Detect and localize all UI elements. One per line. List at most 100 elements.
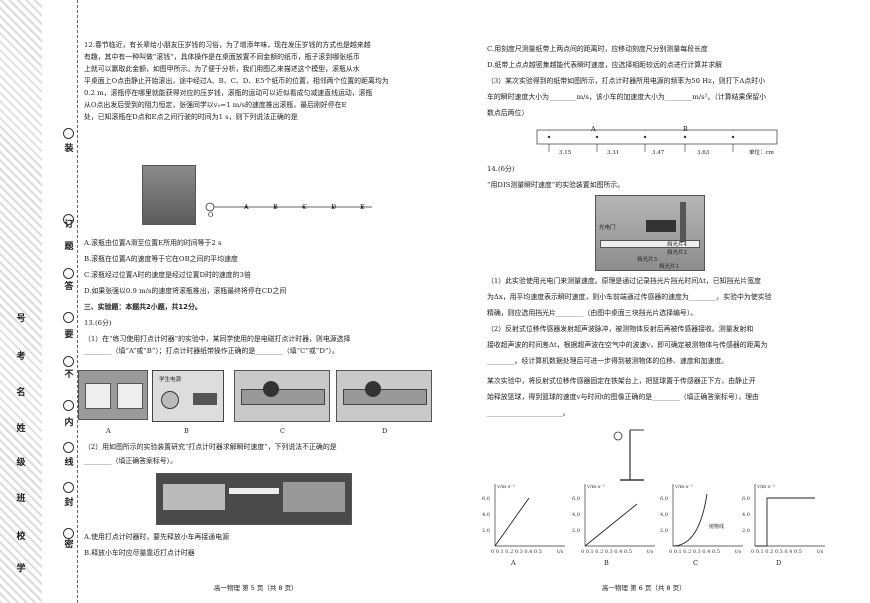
tape-point-b: B xyxy=(683,125,688,133)
q12-line: 0.2 m，滚瓶停在哪里就能获得对应的压岁钱，滚瓶的运动可以近似看成匀减速直线运… xyxy=(84,89,373,97)
y-tick: 4.0 xyxy=(572,512,580,518)
axis-label-d: D xyxy=(331,203,337,211)
q12-option-b: B.滚瓶在位置A的速度等于它在OB之间的平均速度 xyxy=(84,255,238,263)
q13-part3-line: （3）某次实验得到的纸带如图所示，打点计时器所用电源的频率为50 Hz，则打下A… xyxy=(487,77,766,85)
bottle-rolling-photo xyxy=(142,165,196,225)
page-footer-right: 高一物理 第 6 页（共 8 页） xyxy=(602,584,686,592)
q13-part3-line: 车的瞬时速度大小为________m/s，该小车的加速度大小为________m… xyxy=(487,93,767,101)
graph-label-b: B xyxy=(604,559,609,567)
y-axis-label: v/m·s⁻¹ xyxy=(674,484,693,490)
q12-line: 有趣，其中有一种叫做“滚钱”，具体操作是在桌面放置不同金额的纸币，瓶子滚到哪张纸… xyxy=(84,53,360,61)
photo-label: 光电门 xyxy=(599,225,616,231)
q14-part1-line: （1）此实验使用光电门来测量速度。原理是通过记录挡光片挡光时间Δt，已知挡光片宽… xyxy=(487,277,761,285)
axis-label-b: B xyxy=(273,203,278,211)
experiment-setup-photo xyxy=(156,473,352,525)
tape-unit: 单位：cm xyxy=(749,150,774,156)
q13-option-c: C.用刻度尺测量纸带上两点间的距离时，应移动刻度尺分别测量每段长度 xyxy=(487,45,708,53)
bottle-track-diagram xyxy=(205,202,372,212)
photo-label: 挡光片4 xyxy=(667,242,687,248)
vt-curve xyxy=(584,503,638,547)
seal-char: 要 xyxy=(64,330,74,340)
seal-circle xyxy=(63,400,74,411)
binding-hatch xyxy=(0,0,42,603)
student-power-supply-image: 学生电源 xyxy=(152,370,224,422)
q12-line: 上就可以赢取此金额，如图甲所示。为了便于分析，我们用图乙来描述这个模型，滚瓶从水 xyxy=(84,65,360,73)
seal-circle xyxy=(63,528,74,539)
y-tick: 4.0 xyxy=(742,512,750,518)
x-axis-label: t/s xyxy=(647,549,654,555)
q13-part3-line: 数点后两位） xyxy=(487,109,529,117)
stand-diagram xyxy=(613,429,644,481)
vt-curve xyxy=(755,497,815,547)
tape-point-a: A xyxy=(591,125,596,133)
q14-part3-line: 某次实验中，将反射式位移传感器固定在铁架台上，把篮球置于传感器正下方，由静止开 xyxy=(487,377,756,385)
x-axis-label: t/s xyxy=(557,549,564,555)
photo-label: 挡光片2 xyxy=(667,250,687,256)
tape-value: 3.63 xyxy=(697,150,710,156)
seal-char: 订 xyxy=(64,220,74,230)
q13-option-b: B.释放小车时应尽量靠近打点计时器 xyxy=(84,549,195,557)
seal-char: 内 xyxy=(64,418,74,428)
q13-option-a: A.使用打点计时器时，要先释放小车再接通电源 xyxy=(84,533,229,541)
y-axis-label: v/m·s⁻¹ xyxy=(586,484,605,490)
seal-char: 装 xyxy=(64,144,74,154)
seal-char: 答 xyxy=(64,282,74,292)
q14-part2-line: （2）反射式位移传感器发射超声波脉冲，被测物体反射后再被传感器接收。测量发射和 xyxy=(487,325,754,333)
binding-char: 校 xyxy=(16,532,26,542)
q12-line: 从O点出发后受到的阻力恒定，张强同学以v₀=1 m/s的速度推出滚瓶，最后刚好停… xyxy=(84,101,347,109)
page-footer-left: 高一物理 第 5 页（共 8 页） xyxy=(214,584,298,592)
q13-heading: 13.(6分) xyxy=(84,319,112,327)
binding-strip xyxy=(44,0,78,603)
seal-circle xyxy=(63,442,74,453)
timer-tape-image-d xyxy=(336,370,432,422)
y-tick: 6.0 xyxy=(482,496,490,502)
ac-socket-image xyxy=(78,370,148,420)
y-tick: 6.0 xyxy=(742,496,750,502)
photo-label: 挡光片3 xyxy=(637,257,657,263)
vt-curve xyxy=(494,497,530,547)
q14-part2-line: ________。经计算机数据处理后可进一步得到被测物体的位移、速度和加速度。 xyxy=(487,357,729,365)
q12-option-a: A.滚瓶由位置A滑至位置E所用的时间等于2 s xyxy=(84,239,222,247)
q12-option-d: D.如果张强以0.9 m/s的速度将滚瓶推出，滚瓶最终将停在CD之间 xyxy=(84,287,287,295)
binding-char: 号 xyxy=(16,314,26,324)
axis-label-o: O xyxy=(208,211,214,219)
q12-option-c: C.滚瓶经过位置A时的速度是经过位置D时的速度的3倍 xyxy=(84,271,251,279)
binding-char: 姓 xyxy=(16,424,26,434)
q13-part2-line: （2）用如图所示的实验装置研究“打点计时器求解瞬时速度”，下列说法不正确的是 xyxy=(84,443,337,451)
section-heading: 三、实验题：本题共2小题，共12分。 xyxy=(84,303,202,311)
axis-label-a: A xyxy=(244,203,249,211)
q13-option-d: D.纸带上点点越密集越能代表瞬时速度，应选择相距较远的点进行计算并求解 xyxy=(487,61,722,69)
seal-circle xyxy=(63,482,74,493)
x-ticks: 0 0.1 0.2 0.3 0.4 0.5 xyxy=(751,549,802,555)
img-label-c: C xyxy=(280,427,285,435)
y-tick: 4.0 xyxy=(482,512,490,518)
graph-label-d: D xyxy=(776,559,782,567)
y-tick: 2.0 xyxy=(572,528,580,534)
q13-part1-line: （1）在“练习使用打点计时器”的实验中，某同学使用的是电磁打点计时器，则电源选择 xyxy=(84,335,351,343)
axis-label-e: E xyxy=(360,203,365,211)
axis-label-c: C xyxy=(302,203,307,211)
seal-char: 密 xyxy=(64,540,74,550)
seal-char: 题 xyxy=(64,242,74,252)
binding-char: 级 xyxy=(16,458,26,468)
parabola-label: 抛物线 xyxy=(709,523,724,530)
x-ticks: 0 0.1 0.2 0.3 0.4 0.5 xyxy=(491,549,542,555)
tape-value: 3.15 xyxy=(559,150,572,156)
seal-char: 封 xyxy=(64,498,74,508)
seal-char: 线 xyxy=(64,458,74,468)
photo-label: 挡光片1 xyxy=(659,264,679,270)
img-label-d: D xyxy=(382,427,388,435)
seal-circle xyxy=(63,128,74,139)
seal-circle xyxy=(63,312,74,323)
q14-part3-line: 始释放篮球，得到篮球的速度v与时间t的图像正确的是________（填正确答案标… xyxy=(487,393,759,401)
binding-char: 学 xyxy=(16,564,26,574)
power-label: 学生电源 xyxy=(159,377,182,383)
q14-intro: “用DIS测量瞬时速度”的实验装置如图所示。 xyxy=(487,181,625,189)
q12-line: 12.春节临近，有长辈给小朋友压岁钱的习俗，为了增添年味，现在发压岁钱的方式也是… xyxy=(84,41,371,49)
seal-circle xyxy=(63,268,74,279)
graph-label-a: A xyxy=(511,559,516,567)
q14-heading: 14.(6分) xyxy=(487,165,515,173)
binding-char: 名 xyxy=(16,388,26,398)
